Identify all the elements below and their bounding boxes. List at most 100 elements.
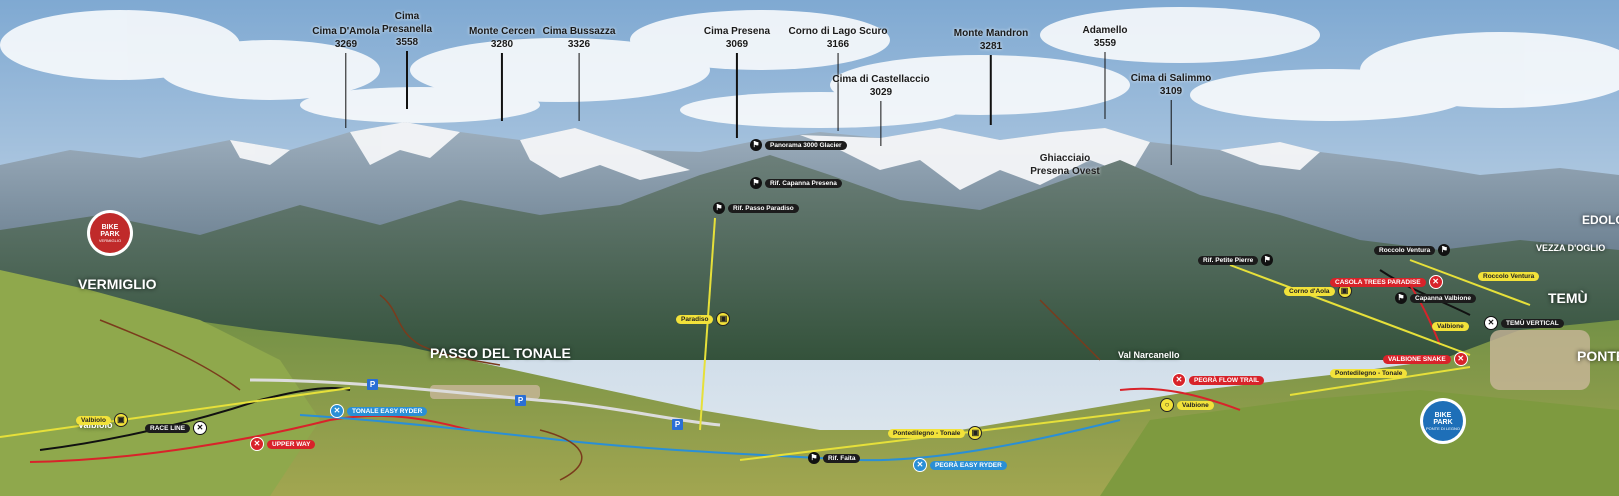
trail-label: RACE LINE	[145, 423, 191, 433]
lift-station-valbione-2[interactable]: ○Valbione	[1160, 398, 1214, 412]
peak-label: Cima D'Amola 3269	[312, 25, 380, 128]
snow-fields	[230, 122, 1320, 190]
lift-station-pontedilegno-tonale[interactable]: Pontedilegno - Tonale▣	[888, 426, 983, 440]
fork-knife-icon: ⚑	[713, 202, 725, 214]
lift-station-valbiolo[interactable]: Valbiolo▣	[76, 413, 128, 427]
trail-label: TONALE EASY RYDER	[347, 406, 428, 416]
pegra-flow-trail[interactable]	[1119, 387, 1241, 411]
pegra-easy-trail[interactable]	[299, 414, 1121, 462]
bike-icon: ✕	[193, 421, 208, 435]
hut-roccolo-ventura[interactable]: ⚑Roccolo Ventura	[1374, 244, 1451, 256]
race-line-trail[interactable]	[39, 387, 351, 451]
trail-casola-trees[interactable]: CASOLA TREES PARADISE✕	[1330, 275, 1443, 289]
lift-label: Pontedilegno - Tonale	[1330, 369, 1408, 378]
trail-tonale-easy-ryder[interactable]: ✕TONALE EASY RYDER	[330, 404, 428, 418]
logo-text: PARK	[1433, 418, 1453, 426]
bike-icon: ✕	[250, 437, 264, 451]
lift-station-valbione[interactable]: Valbione	[1432, 322, 1469, 331]
fork-knife-icon: ⚑	[808, 452, 820, 464]
place-vezza-d-oglio: VEZZA D'OGLIO	[1536, 243, 1606, 253]
bike-park-logo-vermiglio: BIKE PARK VERMIGLIO	[87, 210, 133, 256]
hut-passo-paradiso[interactable]: ⚑Rif. Passo Paradiso	[713, 202, 799, 214]
place-edolo: EDOLO	[1582, 213, 1619, 227]
lift-label: Valbione	[1432, 322, 1469, 331]
logo-ring: BIKE PARK VERMIGLIO	[90, 213, 130, 253]
gondola-icon: ○	[1160, 398, 1174, 412]
peak-name: Cima di Castellaccio	[832, 74, 930, 85]
peak-name: Monte Cercen	[468, 26, 536, 37]
trail-label: UPPER WAY	[267, 439, 316, 449]
trail-label: CASOLA TREES PARADISE	[1330, 277, 1426, 287]
hut-label: Capanna Valbione	[1410, 293, 1476, 303]
lift-lines	[0, 217, 1531, 461]
peak-name: Monte Mandron	[953, 28, 1029, 39]
fork-knife-icon: ⚑	[1438, 244, 1451, 256]
peak-label: Cima Presena 3069	[704, 25, 770, 138]
logo-ring: BIKE PARK PONTE DI LEGNO	[1423, 401, 1463, 441]
lift-station-paradiso[interactable]: Paradiso▣	[676, 312, 731, 326]
fork-knife-icon: ⚑	[1395, 292, 1407, 304]
peak-elevation: 3109	[1159, 86, 1183, 97]
peak-label: Cima di Salimmo 3109	[1130, 72, 1212, 165]
bike-icon: ✕	[913, 458, 927, 472]
peak-name: Cima D'Amola	[312, 26, 380, 37]
gondola-icon: ▣	[968, 426, 983, 440]
peak-label: Cima Presanella 3558	[382, 10, 432, 109]
peak-name: Corno di Lago Scuro	[788, 26, 888, 37]
place-valbiolo: Valbiolo	[78, 420, 113, 430]
trail-upper-way[interactable]: ✕UPPER WAY	[250, 437, 316, 451]
hut-faita[interactable]: ⚑Rif. Faita	[808, 452, 861, 464]
upper-way-trail[interactable]	[29, 414, 471, 463]
bike-icon: ✕	[1453, 352, 1468, 366]
peak-elevation: 3326	[567, 39, 591, 50]
trail-pegra-easy-ryder[interactable]: ✕PEGRÀ EASY RYDER	[913, 458, 1007, 472]
hut-panorama-3000[interactable]: ⚑Panorama 3000 Glacier	[750, 139, 847, 151]
hut-capanna-valbione[interactable]: ⚑Capanna Valbione	[1395, 292, 1476, 304]
peak-label: Cima di Castellaccio 3029	[832, 73, 930, 146]
peak-elevation: 3069	[725, 39, 749, 50]
bike-icon: ✕	[1484, 316, 1498, 330]
gondola-icon: ▣	[716, 312, 731, 326]
peak-elevation: 3280	[490, 39, 514, 50]
lift-station-roccolo-ventura[interactable]: Roccolo Ventura	[1478, 272, 1540, 281]
peak-elevation: 3029	[869, 87, 893, 98]
hut-label: Rif. Capanna Presena	[765, 178, 842, 188]
peak-name: Cima di Salimmo	[1130, 73, 1212, 84]
peak-name: Adamello	[1082, 25, 1128, 36]
parking-icon: P	[672, 419, 683, 430]
logo-text: PONTE DI LEGNO	[1425, 425, 1460, 431]
clouds	[0, 7, 1619, 128]
hut-capanna-presena[interactable]: ⚑Rif. Capanna Presena	[750, 177, 842, 189]
peak-label: Corno di Lago Scuro 3166	[788, 25, 888, 131]
hut-label: Rif. Petite Pierre	[1198, 255, 1259, 265]
logo-text: PARK	[100, 230, 120, 238]
lift-station-pontedilegno-tonale-2[interactable]: Pontedilegno - Tonale	[1330, 369, 1408, 378]
peak-elevation: 3559	[1093, 38, 1117, 49]
trail-label: PEGRÀ FLOW TRAIL	[1189, 375, 1264, 385]
peak-name: Cima Presanella	[382, 11, 433, 35]
peak-elevation: 3558	[395, 37, 419, 48]
trail-valbione-snake[interactable]: VALBIONE SNAKE✕	[1383, 352, 1468, 366]
peak-name: Cima Presena	[703, 26, 771, 37]
trail-temu-vertical[interactable]: ✕TEMÙ VERTICAL	[1484, 316, 1564, 330]
trail-pegra-flow[interactable]: ✕PEGRÀ FLOW TRAIL	[1172, 373, 1264, 387]
place-val-narcanello: Val Narcanello	[1118, 350, 1180, 360]
hut-label: Roccolo Ventura	[1374, 245, 1436, 255]
fork-knife-icon: ⚑	[1261, 254, 1274, 266]
trail-race-line[interactable]: RACE LINE✕	[145, 421, 208, 435]
hut-petit-pierre[interactable]: ⚑Rif. Petite Pierre	[1198, 254, 1274, 266]
trail-label: TEMÙ VERTICAL	[1501, 318, 1564, 328]
place-passo-del-tonale: PASSO DEL TONALE	[430, 345, 571, 361]
trail-label: PEGRÀ EASY RYDER	[930, 460, 1007, 470]
peak-elevation: 3269	[334, 39, 358, 50]
lift-label: Roccolo Ventura	[1478, 272, 1540, 281]
gondola-icon: ▣	[113, 413, 128, 427]
trail-label: VALBIONE SNAKE	[1383, 354, 1451, 364]
peak-elevation: 3166	[826, 39, 850, 50]
parking-icon: P	[367, 379, 378, 390]
logo-text: BIKE	[1434, 411, 1452, 419]
